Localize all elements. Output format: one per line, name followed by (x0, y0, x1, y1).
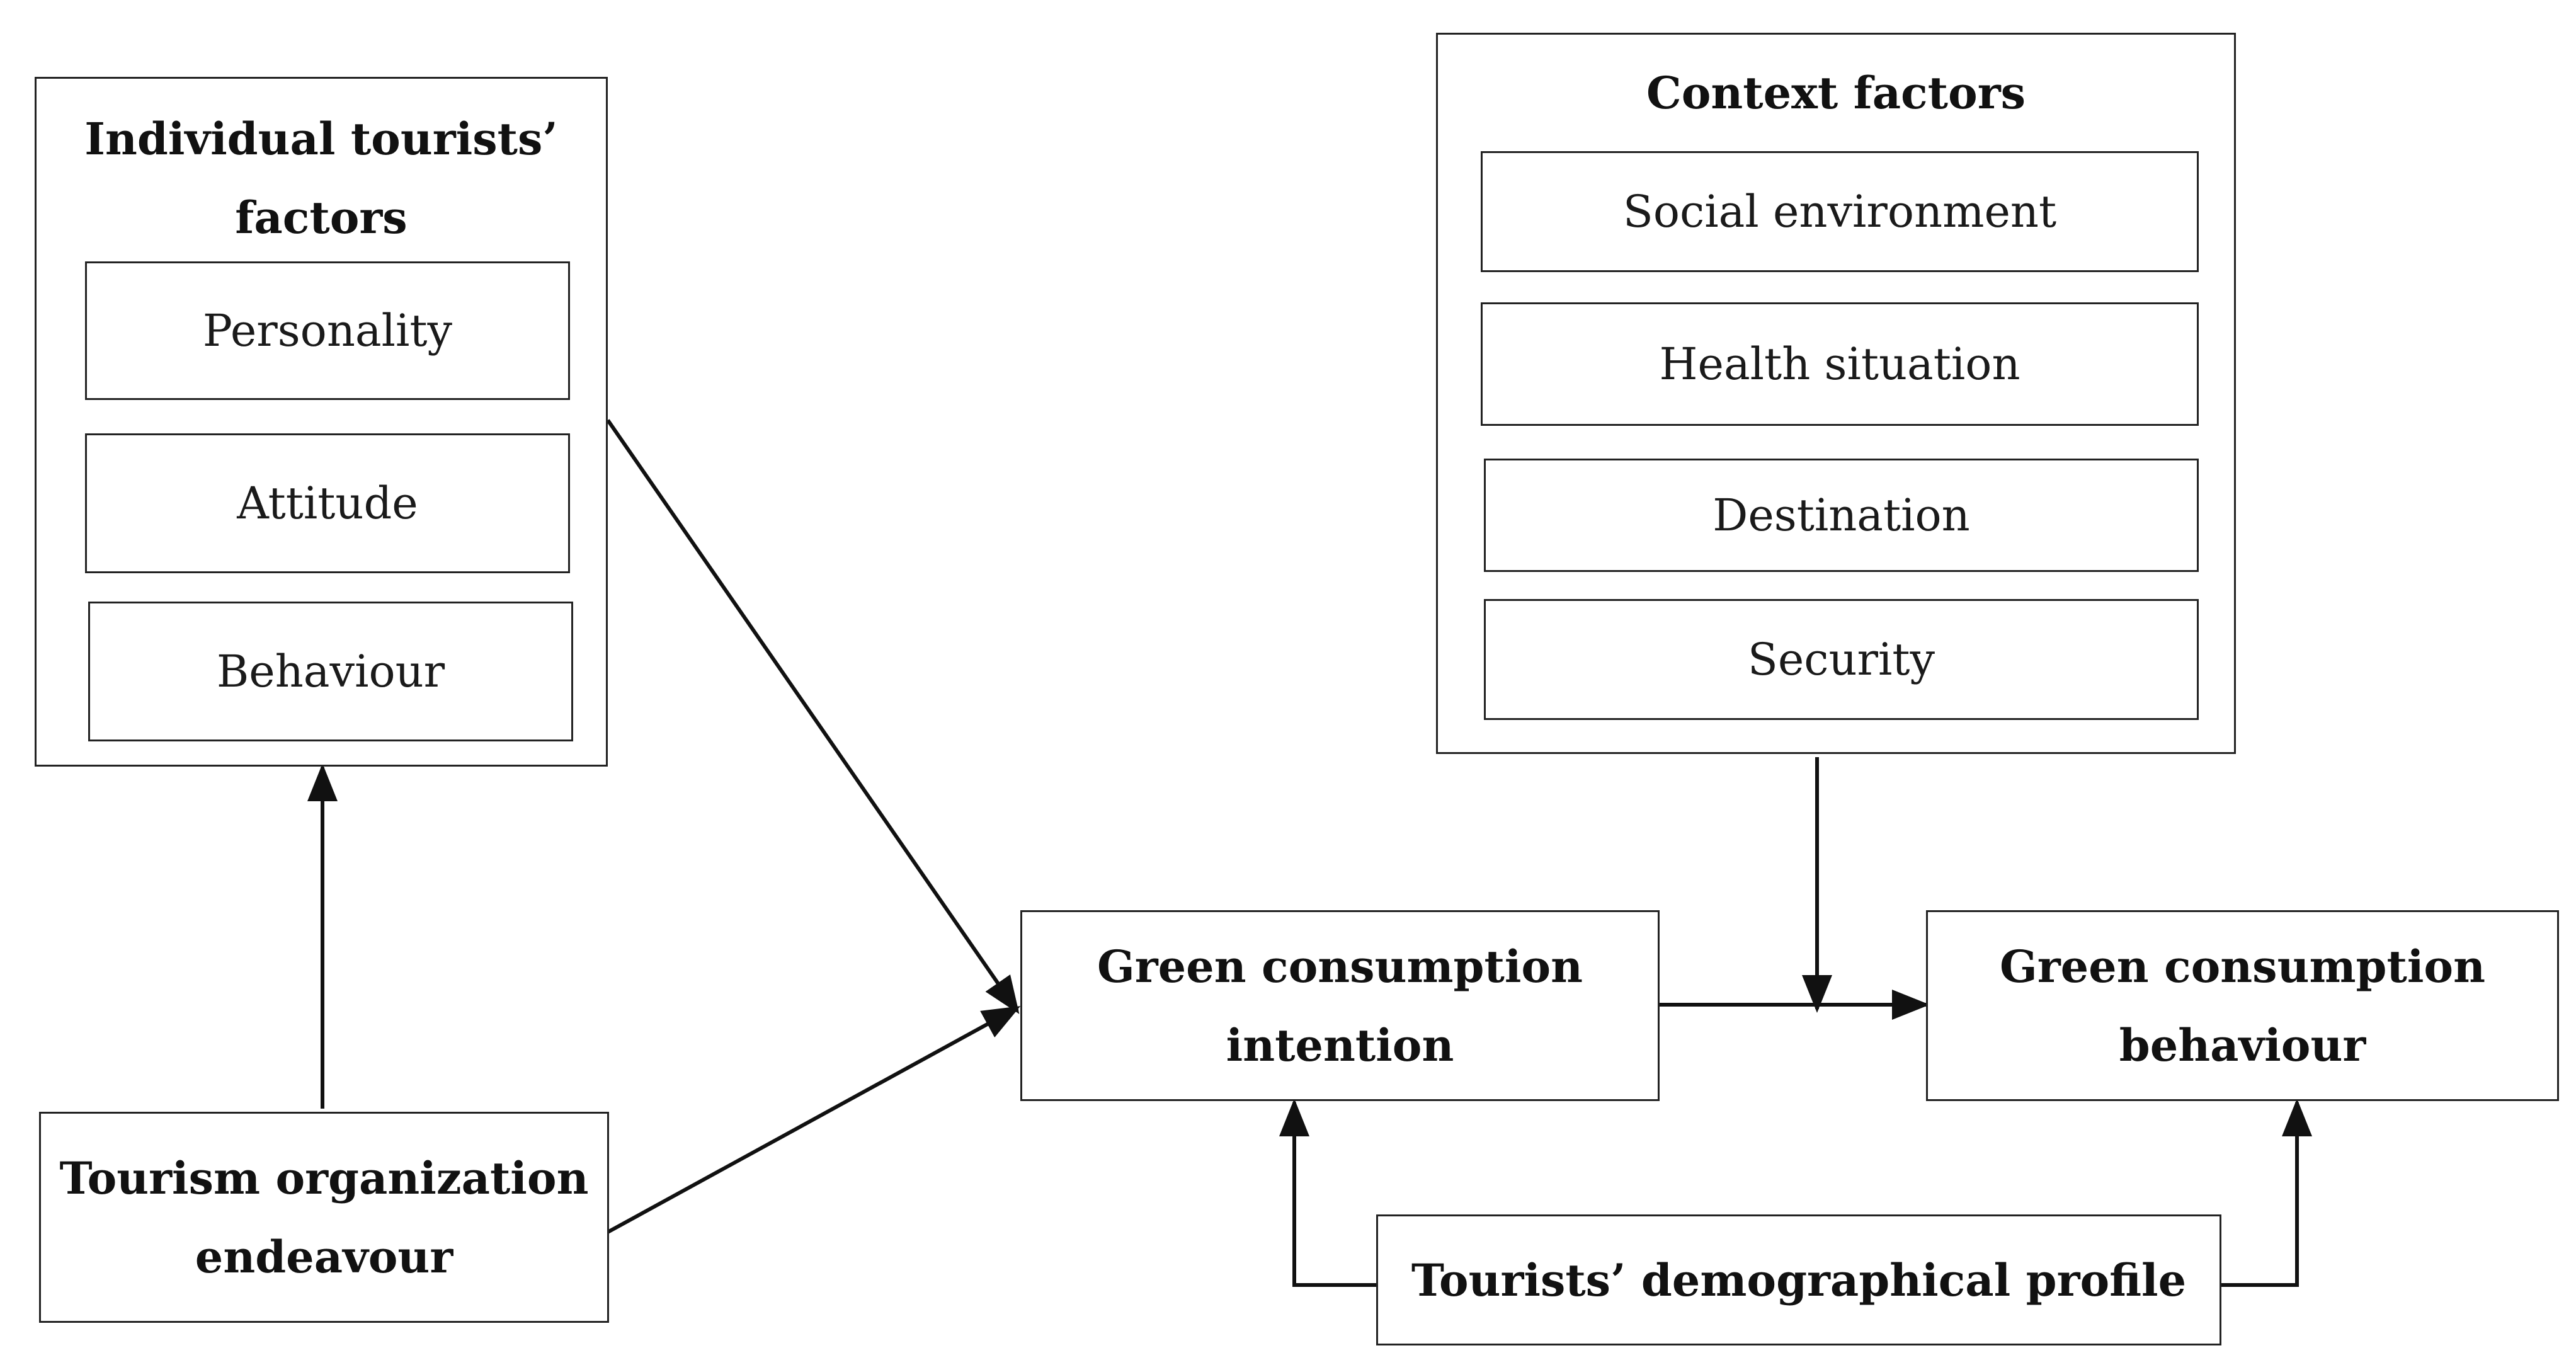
behaviour-line2: behaviour (2119, 1019, 2366, 1071)
context-factors-title: Context factors (1646, 67, 2026, 119)
green-consumption-intention-box: Green consumption intention (1020, 910, 1660, 1101)
security-box: Security (1484, 599, 2199, 720)
arrow-org-to-intention (607, 1006, 1021, 1234)
behaviour-line1: Green consumption (1999, 940, 2486, 993)
social-environment-box: Social environment (1481, 151, 2199, 272)
individual-factors-title-line2: factors (235, 191, 407, 244)
green-consumption-behaviour-box: Green consumption behaviour (1926, 910, 2559, 1101)
arrow-demographic-to-intention (1279, 1099, 1376, 1287)
behaviour-box: Behaviour (88, 602, 573, 741)
intention-line2: intention (1226, 1019, 1454, 1071)
individual-factors-box: Individual tourists’ factors Personality… (35, 77, 608, 767)
demographical-profile-box: Tourists’ demographical profile (1376, 1214, 2221, 1345)
individual-factors-title-line1: Individual tourists’ (84, 113, 558, 165)
context-factors-box: Context factors Social environment Healt… (1436, 33, 2236, 754)
tourism-organization-box: Tourism organization endeavour (39, 1112, 609, 1323)
arrow-individual-to-intention (606, 419, 1020, 1014)
arrow-demographic-to-behaviour (2220, 1099, 2312, 1287)
attitude-box: Attitude (85, 433, 570, 573)
tourism-organization-line1: Tourism organization (59, 1151, 589, 1204)
demographical-profile-label: Tourists’ demographical profile (1411, 1254, 2187, 1306)
intention-line1: Green consumption (1097, 940, 1583, 993)
tourism-organization-line2: endeavour (195, 1230, 453, 1283)
personality-box: Personality (85, 261, 570, 400)
destination-box: Destination (1484, 459, 2199, 572)
health-situation-box: Health situation (1481, 302, 2199, 426)
